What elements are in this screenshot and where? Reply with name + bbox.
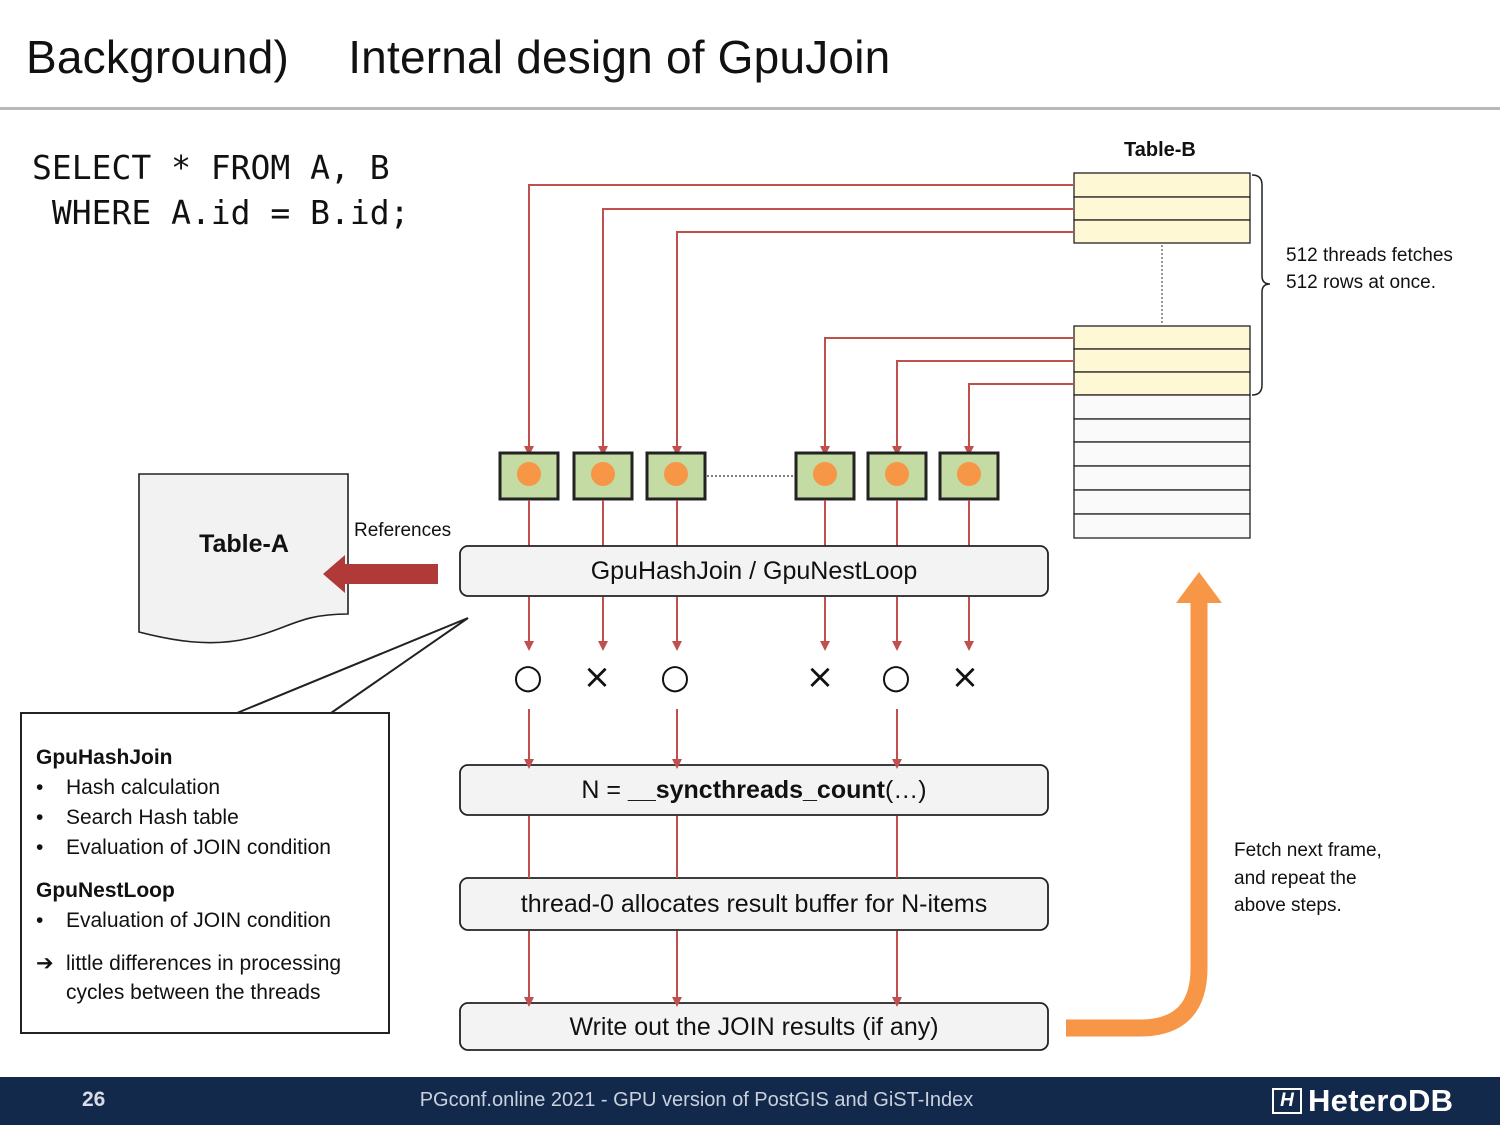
alloc-step-label: thread-0 allocates result buffer for N-i… — [520, 890, 988, 918]
reference-arrow — [323, 555, 438, 593]
brace-note-line-1: 512 threads fetches — [1286, 245, 1453, 266]
brace-note-line-2: 512 rows at once. — [1286, 272, 1436, 293]
note-item-text: Search Hash table — [66, 806, 239, 829]
references-label: References — [354, 520, 452, 541]
sync-suffix: (…) — [884, 776, 927, 804]
write-step-label: Write out the JOIN results (if any) — [569, 1013, 939, 1041]
match-sync-arrows — [524, 709, 902, 769]
sync-function-name: __syncthreads_count — [627, 776, 885, 804]
title-divider — [0, 107, 1500, 110]
result-match-2: ○ — [660, 657, 690, 697]
table-b-label: Table-B — [1124, 139, 1196, 161]
result-match-1: ○ — [513, 657, 543, 697]
heterodb-logo: H HeteroDB — [1272, 1083, 1453, 1119]
repeat-arrow-head — [1176, 572, 1222, 603]
sql-line-1: SELECT * FROM A, B — [32, 148, 390, 187]
result-miss-2: × — [806, 657, 835, 697]
note-nestloop-heading: GpuNestLoop — [36, 879, 175, 902]
note-callout-tail — [236, 617, 469, 714]
repeat-note-line-3: above steps. — [1234, 895, 1342, 916]
note-item-text: Evaluation of JOIN condition — [66, 909, 331, 932]
note-conclusion-line-1: little differences in processing — [66, 952, 342, 975]
thread-3 — [645, 451, 707, 501]
repeat-note-line-1: Fetch next frame, — [1234, 840, 1382, 861]
join-step-box — [459, 545, 1049, 597]
sql-line-2: WHERE A.id = B.id; — [32, 193, 410, 232]
sync-step-box — [459, 764, 1049, 816]
note-conclusion: ➔ little differences in processing — [36, 951, 341, 976]
repeat-note-line-2: and repeat the — [1234, 868, 1357, 889]
result-miss-3: × — [951, 657, 980, 697]
table-a-document — [138, 473, 349, 644]
table-b-fetched-rows-top — [1073, 172, 1251, 244]
thread-2 — [572, 451, 634, 501]
alloc-step-box — [459, 877, 1049, 931]
fetch-lines — [524, 184, 1074, 456]
table-b-remaining-rows — [1073, 394, 1251, 539]
join-step-label: GpuHashJoin / GpuNestLoop — [590, 557, 918, 585]
thread-511 — [866, 451, 928, 501]
page-number: 26 — [82, 1088, 106, 1111]
table-b-fetched-rows-bottom — [1073, 325, 1251, 396]
page-title: Background) Internal design of GpuJoin — [26, 31, 891, 83]
result-miss-1: × — [583, 657, 612, 697]
join-result-arrows — [524, 597, 974, 651]
note-hashjoin-heading: GpuHashJoin — [36, 746, 173, 769]
footer-bar — [0, 1077, 1500, 1125]
footer-text: PGconf.online 2021 - GPU version of Post… — [419, 1089, 974, 1111]
note-hashjoin-item-3: • Evaluation of JOIN condition — [36, 836, 331, 860]
table-a-label: Table-A — [199, 530, 289, 558]
sync-alloc-lines — [528, 816, 898, 878]
alloc-write-arrows — [524, 931, 902, 1007]
gpu-threads — [498, 451, 1000, 501]
note-item-text: Evaluation of JOIN condition — [66, 836, 331, 859]
note-hashjoin-item-1: • Hash calculation — [36, 776, 220, 800]
result-match-3: ○ — [881, 657, 911, 697]
bullet: • — [36, 836, 44, 859]
note-nestloop-item-1: • Evaluation of JOIN condition — [36, 909, 331, 933]
bullet: • — [36, 909, 44, 932]
heterodb-logo-icon: H — [1272, 1088, 1302, 1114]
repeat-arrow — [1066, 602, 1208, 1037]
write-step-box — [459, 1002, 1049, 1051]
thread-1 — [498, 451, 560, 501]
bullet: • — [36, 806, 44, 829]
note-conclusion-line-2: cycles between the threads — [66, 981, 321, 1004]
bullet: • — [36, 776, 44, 799]
join-notes-callout: GpuHashJoin • Hash calculation • Search Ha… — [20, 712, 390, 1034]
thread-512 — [938, 451, 1000, 501]
table-b-brace — [1251, 174, 1271, 396]
sync-step-label: N = __syncthreads_count(…) — [460, 776, 1048, 805]
arrow-right-icon: ➔ — [36, 952, 54, 975]
sync-prefix: N = — [581, 776, 628, 804]
note-hashjoin-item-2: • Search Hash table — [36, 806, 239, 830]
note-item-text: Hash calculation — [66, 776, 221, 799]
thread-join-lines — [528, 500, 970, 546]
thread-510 — [794, 451, 856, 501]
heterodb-logo-text: HeteroDB — [1308, 1083, 1454, 1118]
